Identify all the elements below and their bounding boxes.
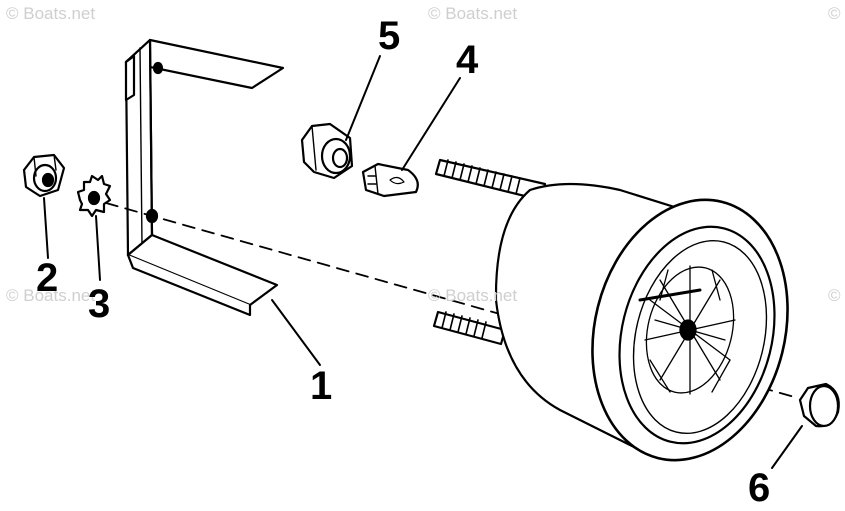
leader-lines [43, 55, 803, 469]
gauge-assembly [432, 158, 789, 462]
dial-face [644, 265, 736, 395]
leader-2 [43, 197, 49, 259]
watermark-top-left: © Boats.net [6, 4, 96, 23]
leader-4 [401, 77, 461, 171]
leader-5 [345, 55, 381, 141]
bracket-part [124, 38, 285, 317]
bulb-part [361, 162, 419, 198]
hex-nut-part [22, 153, 66, 198]
lower-stud [432, 310, 507, 346]
upper-stud [434, 158, 547, 202]
bulb-socket-part [300, 122, 354, 180]
watermark-top-right: © [828, 4, 841, 23]
leader-1 [271, 299, 321, 366]
callout-3: 3 [88, 282, 111, 326]
callout-4: 4 [456, 38, 479, 82]
lock-washer-part [76, 174, 112, 218]
watermark-mid-right: © [828, 286, 841, 305]
watermark-mid-left: © Boats.net [6, 286, 96, 305]
callout-6: 6 [748, 466, 771, 510]
leader-3 [95, 215, 101, 281]
watermark-mid-center: © Boats.net [428, 286, 518, 305]
callout-5: 5 [378, 14, 401, 58]
callout-1: 1 [310, 364, 333, 408]
callout-2: 2 [36, 256, 59, 300]
watermark-top-center: © Boats.net [428, 4, 518, 23]
leader-6 [771, 425, 803, 469]
knob-part [798, 382, 840, 428]
